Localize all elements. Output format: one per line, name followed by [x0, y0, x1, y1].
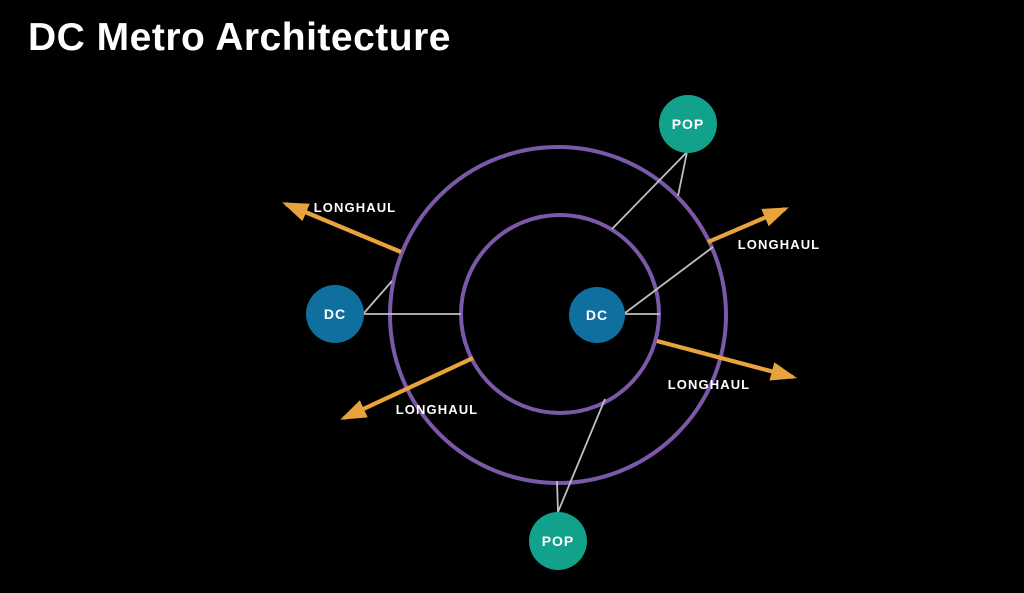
node-dc-left-circle	[306, 285, 364, 343]
links-layer	[363, 151, 714, 513]
node-dc-center-label: DC	[586, 307, 608, 323]
nodes-layer: DC DC POP POP	[306, 95, 717, 570]
longhaul-arrow-top-right	[707, 207, 789, 244]
link-pop-top-to-outer-ring	[677, 151, 688, 197]
link-pop-bottom-to-outer-ring	[556, 480, 559, 513]
node-pop-top-circle	[659, 95, 717, 153]
node-pop-bottom-label: POP	[542, 533, 575, 549]
longhaul-arrow-top-left	[282, 202, 402, 254]
node-pop-top: POP	[659, 95, 717, 153]
node-pop-top-label: POP	[672, 116, 705, 132]
node-dc-left: DC	[306, 285, 364, 343]
outer-metro-ring	[388, 145, 728, 485]
node-pop-bottom-circle	[529, 512, 587, 570]
link-pop-bottom-to-inner-ring	[557, 398, 606, 513]
node-dc-left-label: DC	[324, 306, 346, 322]
rings-layer	[388, 145, 728, 485]
arrows-layer: LONGHAUL LONGHAUL LONGHAUL LONGHAUL	[282, 200, 820, 420]
link-dc-left-to-outer-ring	[363, 280, 393, 314]
page-title: DC Metro Architecture	[28, 16, 451, 59]
link-dc-center-to-outer-ring	[624, 246, 714, 314]
node-dc-center-circle	[569, 287, 625, 343]
node-pop-bottom: POP	[529, 512, 587, 570]
longhaul-arrow-bottom-left	[340, 356, 474, 420]
longhaul-arrow-top-left-label: LONGHAUL	[314, 200, 396, 215]
node-dc-center: DC	[569, 287, 625, 343]
longhaul-arrow-bottom-right-label: LONGHAUL	[668, 377, 750, 392]
longhaul-arrow-top-right-label: LONGHAUL	[738, 237, 820, 252]
longhaul-arrow-bottom-right	[656, 338, 798, 381]
longhaul-arrow-bottom-left-label: LONGHAUL	[396, 402, 478, 417]
link-pop-top-to-inner-ring	[611, 151, 688, 230]
